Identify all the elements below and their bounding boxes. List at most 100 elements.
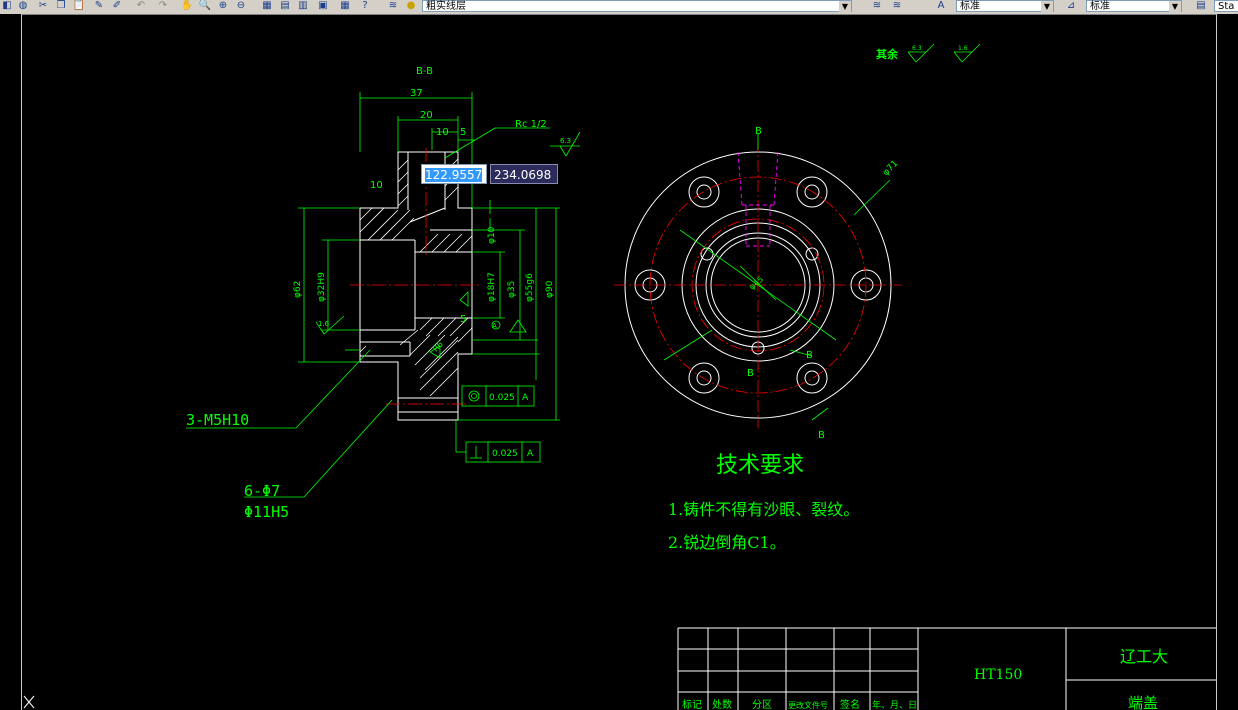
design-center-icon[interactable]: ▤ <box>280 0 290 11</box>
tol-concentric-datum: A <box>522 393 529 403</box>
bolt-hole-outer <box>688 362 720 394</box>
section-dimensions <box>186 92 581 498</box>
dim-20: 20 <box>420 110 433 121</box>
ucs-icon <box>23 695 35 709</box>
chevron-down-icon[interactable]: ▼ <box>839 1 851 13</box>
tech-req-title: 技术要求 <box>716 453 804 478</box>
dim-style-dropdown[interactable]: 标准 ▼ <box>1086 0 1182 13</box>
header-count: 处数 <box>712 698 732 710</box>
title-block-text: HT150 辽工大 端盖 标记 处数 分区 更改文件号 签名 年、月、日 <box>682 647 1168 710</box>
sheet-set-icon[interactable]: ▣ <box>318 0 328 11</box>
bolt-hole-outer <box>796 362 828 394</box>
callout-hole1: 6-Φ7 <box>244 482 280 500</box>
calculator-icon[interactable]: ▦ <box>340 0 350 11</box>
section-title: B-B <box>416 66 433 77</box>
tech-req-item-1: 1.铸件不得有沙眼、裂纹。 <box>668 500 859 519</box>
front-labels: B φ71 φ45 B B B <box>747 126 900 441</box>
block-editor-icon[interactable]: ✐ <box>112 0 122 11</box>
header-zone: 分区 <box>752 699 772 710</box>
make-current-layer-icon[interactable]: ≋ <box>872 0 882 11</box>
thread-hole <box>700 247 714 261</box>
section-hatch <box>359 158 473 397</box>
copy-icon[interactable]: ❐ <box>56 0 66 11</box>
zoom-window-icon[interactable]: ⊕ <box>218 0 228 11</box>
dim-rc: Rc 1/2 <box>515 119 547 130</box>
dynamic-input-y-value: 234.0698 <box>494 168 552 182</box>
help-icon[interactable]: ? <box>362 0 368 11</box>
tech-req-item-2: 2.锐边倒角C1。 <box>668 533 786 552</box>
pan-icon[interactable]: ✋ <box>180 0 194 11</box>
bolt-hole-outer <box>688 176 720 208</box>
label-b-top: B <box>755 126 762 137</box>
layer-manager-icon[interactable]: ≋ <box>388 0 398 11</box>
header-mark: 标记 <box>682 699 702 710</box>
dim-phi18: φ18H7 <box>487 272 497 302</box>
match-properties-icon[interactable]: ✎ <box>94 0 104 11</box>
redo-icon[interactable]: ↷ <box>158 0 168 11</box>
dim-5a: 5 <box>460 127 466 138</box>
dim-phi71: φ71 <box>881 159 900 178</box>
header-date: 年、月、日 <box>872 699 917 710</box>
dim-style-icon[interactable]: ⊿ <box>1066 0 1076 11</box>
dim-phi90: φ90 <box>545 280 555 298</box>
bolt-hole-inner <box>804 184 820 200</box>
zoom-realtime-icon[interactable]: 🔍 <box>198 0 212 11</box>
cut-icon[interactable]: ✂ <box>38 0 48 11</box>
label-b-bottom: B <box>747 368 754 379</box>
dim-r6: R6 <box>431 340 445 354</box>
tool-palettes-icon[interactable]: ▥ <box>298 0 308 11</box>
tech-requirements: 技术要求 1.铸件不得有沙眼、裂纹。 2.锐边倒角C1。 <box>668 453 859 552</box>
dim-phi35: φ35 <box>507 281 517 298</box>
tol-perp-datum: A <box>527 449 534 459</box>
left-toolbar <box>0 14 22 710</box>
dim-10a: 10 <box>436 127 449 138</box>
text-style-dropdown[interactable]: 标准 ▼ <box>956 0 1054 13</box>
front-dimensions <box>663 134 891 421</box>
dim-phi55: φ55g6 <box>525 273 535 302</box>
label-b-right: B <box>806 350 813 361</box>
thread-hole <box>805 247 819 261</box>
table-style-value: Sta <box>1218 1 1235 12</box>
bolt-hole-inner <box>696 184 712 200</box>
bolt-hole-outer <box>796 176 828 208</box>
tol-perp-value: 0.025 <box>492 449 518 459</box>
chevron-down-icon[interactable]: ▼ <box>1041 1 1053 13</box>
text-style-icon[interactable]: A <box>937 0 945 11</box>
dim-10b: 10 <box>370 180 383 191</box>
callout-thread: 3-M5H10 <box>186 411 249 429</box>
dynamic-input-y[interactable]: 234.0698 <box>490 164 558 184</box>
drawing-canvas[interactable]: B-B 37 20 10 5 10 Rc 1/2 6.3 φ10 φ62 φ32… <box>22 14 1216 710</box>
dim-phi10: φ10 <box>487 226 497 244</box>
table-style-dropdown[interactable]: Sta <box>1214 0 1238 12</box>
dim-phi32: φ32H9 <box>317 272 327 302</box>
paste-icon[interactable]: 📋 <box>72 0 86 11</box>
dim-phi45: φ45 <box>748 275 766 292</box>
hidden-lines <box>737 151 779 247</box>
layer-properties-icon[interactable]: ◧ <box>2 0 12 11</box>
front-centerlines <box>614 140 902 428</box>
header-change-doc: 更改文件号 <box>788 700 828 710</box>
layer-dropdown[interactable]: 粗实线层 ▼ <box>422 0 852 13</box>
text-style-value: 标准 <box>960 1 980 12</box>
chevron-down-icon[interactable]: ▼ <box>1169 1 1181 13</box>
dim-37: 37 <box>410 88 423 99</box>
zoom-previous-icon[interactable]: ⊖ <box>236 0 246 11</box>
roughness-note: 其余 6.3 1.6 <box>876 43 981 63</box>
bolt-hole-inner <box>804 370 820 386</box>
tol-concentric-value: 0.025 <box>489 393 515 403</box>
table-style-icon[interactable]: ▤ <box>1196 0 1206 11</box>
properties-icon[interactable]: ▦ <box>262 0 272 11</box>
dim-style-value: 标准 <box>1090 1 1110 12</box>
material: HT150 <box>974 667 1022 683</box>
dynamic-input-x-value: 122.9557 <box>425 168 483 182</box>
title-block <box>677 627 1216 710</box>
undo-icon[interactable]: ↶ <box>136 0 146 11</box>
globe-icon[interactable]: ◍ <box>18 0 28 11</box>
dynamic-input-x[interactable]: 122.9557 <box>421 164 487 184</box>
roughness-value2: 1.6 <box>958 45 968 52</box>
layer-state-icon[interactable]: ● <box>406 0 416 11</box>
section-labels: B-B 37 20 10 5 10 Rc 1/2 6.3 φ10 φ62 φ32… <box>186 66 571 521</box>
layer-previous-icon[interactable]: ≋ <box>892 0 902 11</box>
roughness-value1: 6.3 <box>912 45 922 52</box>
dim-phi62: φ62 <box>293 281 303 298</box>
